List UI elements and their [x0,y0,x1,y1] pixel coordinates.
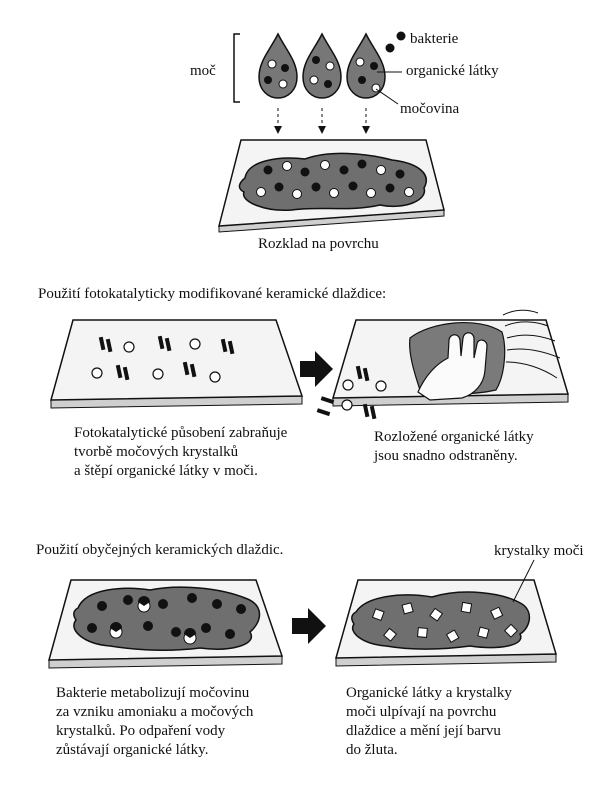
caption-photocatalytic-left-line: tvorbě močových krystalků [74,444,239,460]
bacteria-icon [396,31,406,41]
motion-line [504,321,549,327]
bacteria-icon [385,43,395,53]
leader-line [512,559,535,603]
urine-label: moč [190,63,216,79]
big-arrow [300,351,333,387]
legend-organic: organické látky [406,63,499,79]
urine-stain [73,586,261,651]
crystal-icon [98,335,235,381]
caption-ordinary-right-line: moči ulpívají na povrchu [346,704,497,720]
tile [218,139,445,233]
big-arrow [292,608,326,644]
caption-ordinary-left-line: zůstávají organické látky. [56,742,209,758]
caption-ordinary-left-line: krystalků. Po odpaření vody [56,723,226,739]
motion-line [506,348,561,359]
tile [50,319,304,409]
ordinary-section [48,559,558,669]
leader-line [375,88,399,105]
motion-line [505,361,558,379]
tile [335,559,558,667]
crystal-icon [316,365,377,420]
label-crystals: krystalky moči [494,543,584,559]
caption-photocatalytic-left-line: a štěpí organické látky v moči. [74,463,258,479]
legend-urea: močovina [400,101,460,117]
urine-stain [238,152,427,211]
hand-icon [417,332,488,401]
caption-ordinary-left-line: za vzniku amoniaku a močových [56,704,254,720]
urine-drop [302,32,342,99]
caption-ordinary-right-line: do žluta. [346,742,398,758]
bacteria-eating-icon [109,596,197,645]
tile [316,309,570,420]
tile [48,579,284,669]
caption-ordinary-left-line: Bakterie metabolizují močovinu [56,685,250,701]
motion-line [506,334,556,342]
urine-drop [258,32,298,99]
caption-photocatalytic-right-line: Rozložené organické látky [374,429,534,445]
caption-ordinary-right-line: dlaždice a mění její barvu [346,723,501,739]
urine-bracket [233,33,240,103]
heading-ordinary: Použití obyčejných keramických dlaždic. [36,542,284,558]
crystal-icon [371,601,519,644]
motion-line [502,309,539,316]
urine-section [218,31,445,233]
legend-bacteria: bakterie [410,31,459,47]
caption-photocatalytic-right-line: jsou snadno odstraněny. [374,448,518,464]
caption-decomposition: Rozklad na povrchu [258,236,379,252]
photocatalytic-section [50,309,570,420]
heading-photocatalytic: Použití fotokatalyticky modifikované ker… [38,286,387,302]
caption-photocatalytic-left-line: Fotokatalytické působení zabraňuje [74,425,288,441]
urine-drop [346,32,386,99]
urine-stain [351,591,531,650]
caption-ordinary-right-line: Organické látky a krystalky [346,685,512,701]
